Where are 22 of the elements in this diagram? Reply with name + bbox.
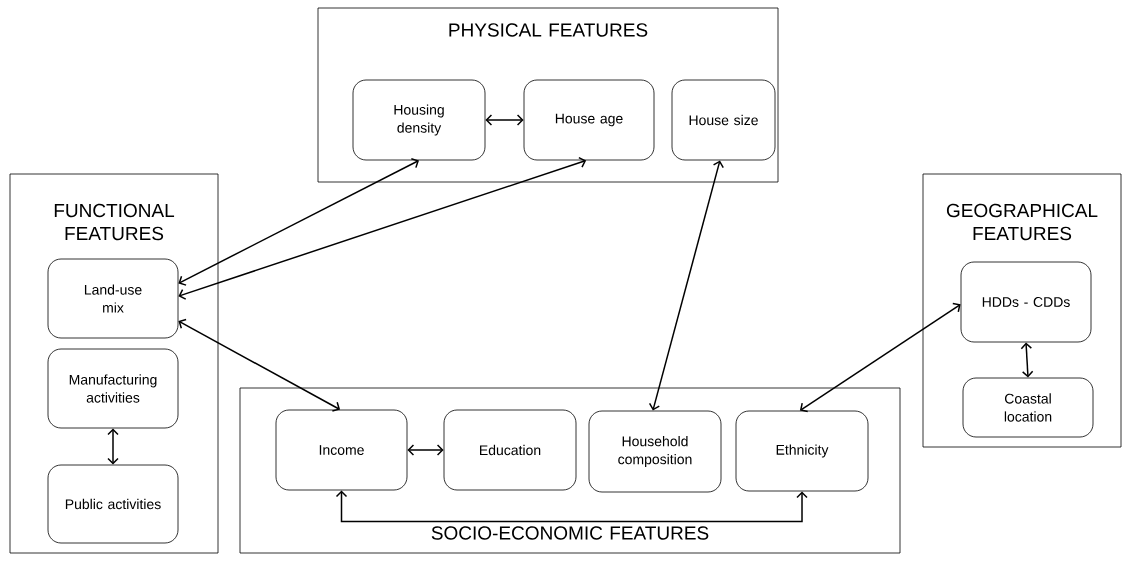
arrow [178, 318, 341, 412]
arrow [178, 157, 419, 286]
process-box: Manufacturing activities [47, 348, 179, 429]
arrow [799, 302, 961, 413]
process-box: Ethnicity [735, 410, 869, 492]
process-box: House size [671, 79, 776, 161]
arrow [485, 114, 524, 126]
process-box: Coastal location [962, 377, 1094, 438]
arrow [407, 444, 444, 456]
arrow [648, 160, 724, 411]
arrow [178, 156, 587, 300]
process-box: Housing density [352, 79, 486, 161]
process-box: Income [275, 409, 408, 491]
process-box: Household composition [588, 410, 722, 493]
process-box: House age [523, 79, 655, 161]
process-box: Public activities [47, 464, 179, 544]
process-box: Land-use mix [47, 258, 179, 339]
arrow [1020, 342, 1034, 378]
arrow [107, 428, 119, 465]
arrow [335, 490, 808, 523]
process-box: Education [443, 409, 577, 491]
process-box: HDDs - CDDs [960, 261, 1092, 343]
